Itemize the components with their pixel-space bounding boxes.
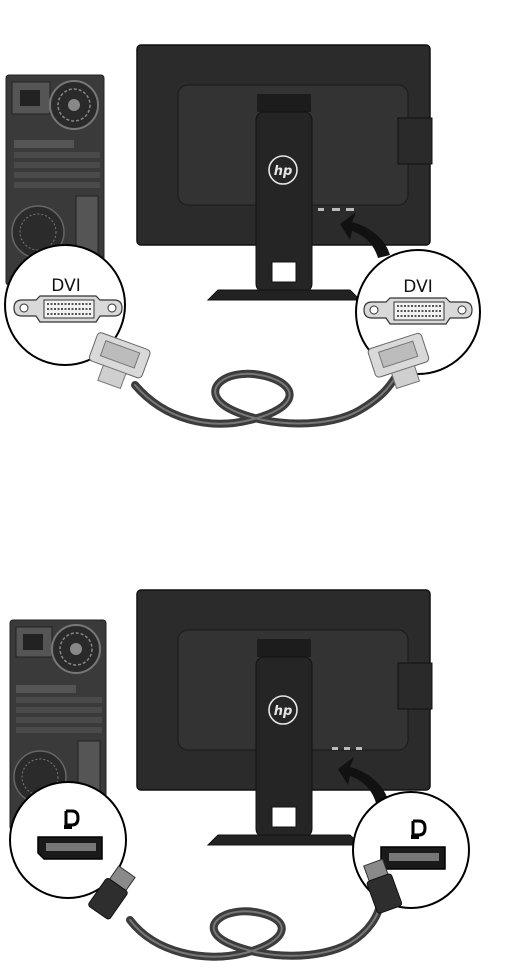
dvi-connection-panel: hp DVI DVI: [0, 0, 519, 440]
displayport-cable: [88, 858, 403, 957]
right-port-label: DVI: [403, 277, 432, 297]
svg-text:hp: hp: [274, 164, 293, 179]
svg-text:hp: hp: [274, 704, 293, 719]
left-port-label: DVI: [51, 276, 80, 296]
displayport-connection-illustration: hp: [0, 575, 519, 974]
dvi-connection-illustration: hp DVI DVI: [0, 0, 519, 440]
displayport-port-icon: [38, 837, 102, 859]
displayport-port-icon: [381, 847, 445, 869]
displayport-connection-panel: hp: [0, 575, 519, 974]
dvi-cable: [83, 332, 435, 424]
